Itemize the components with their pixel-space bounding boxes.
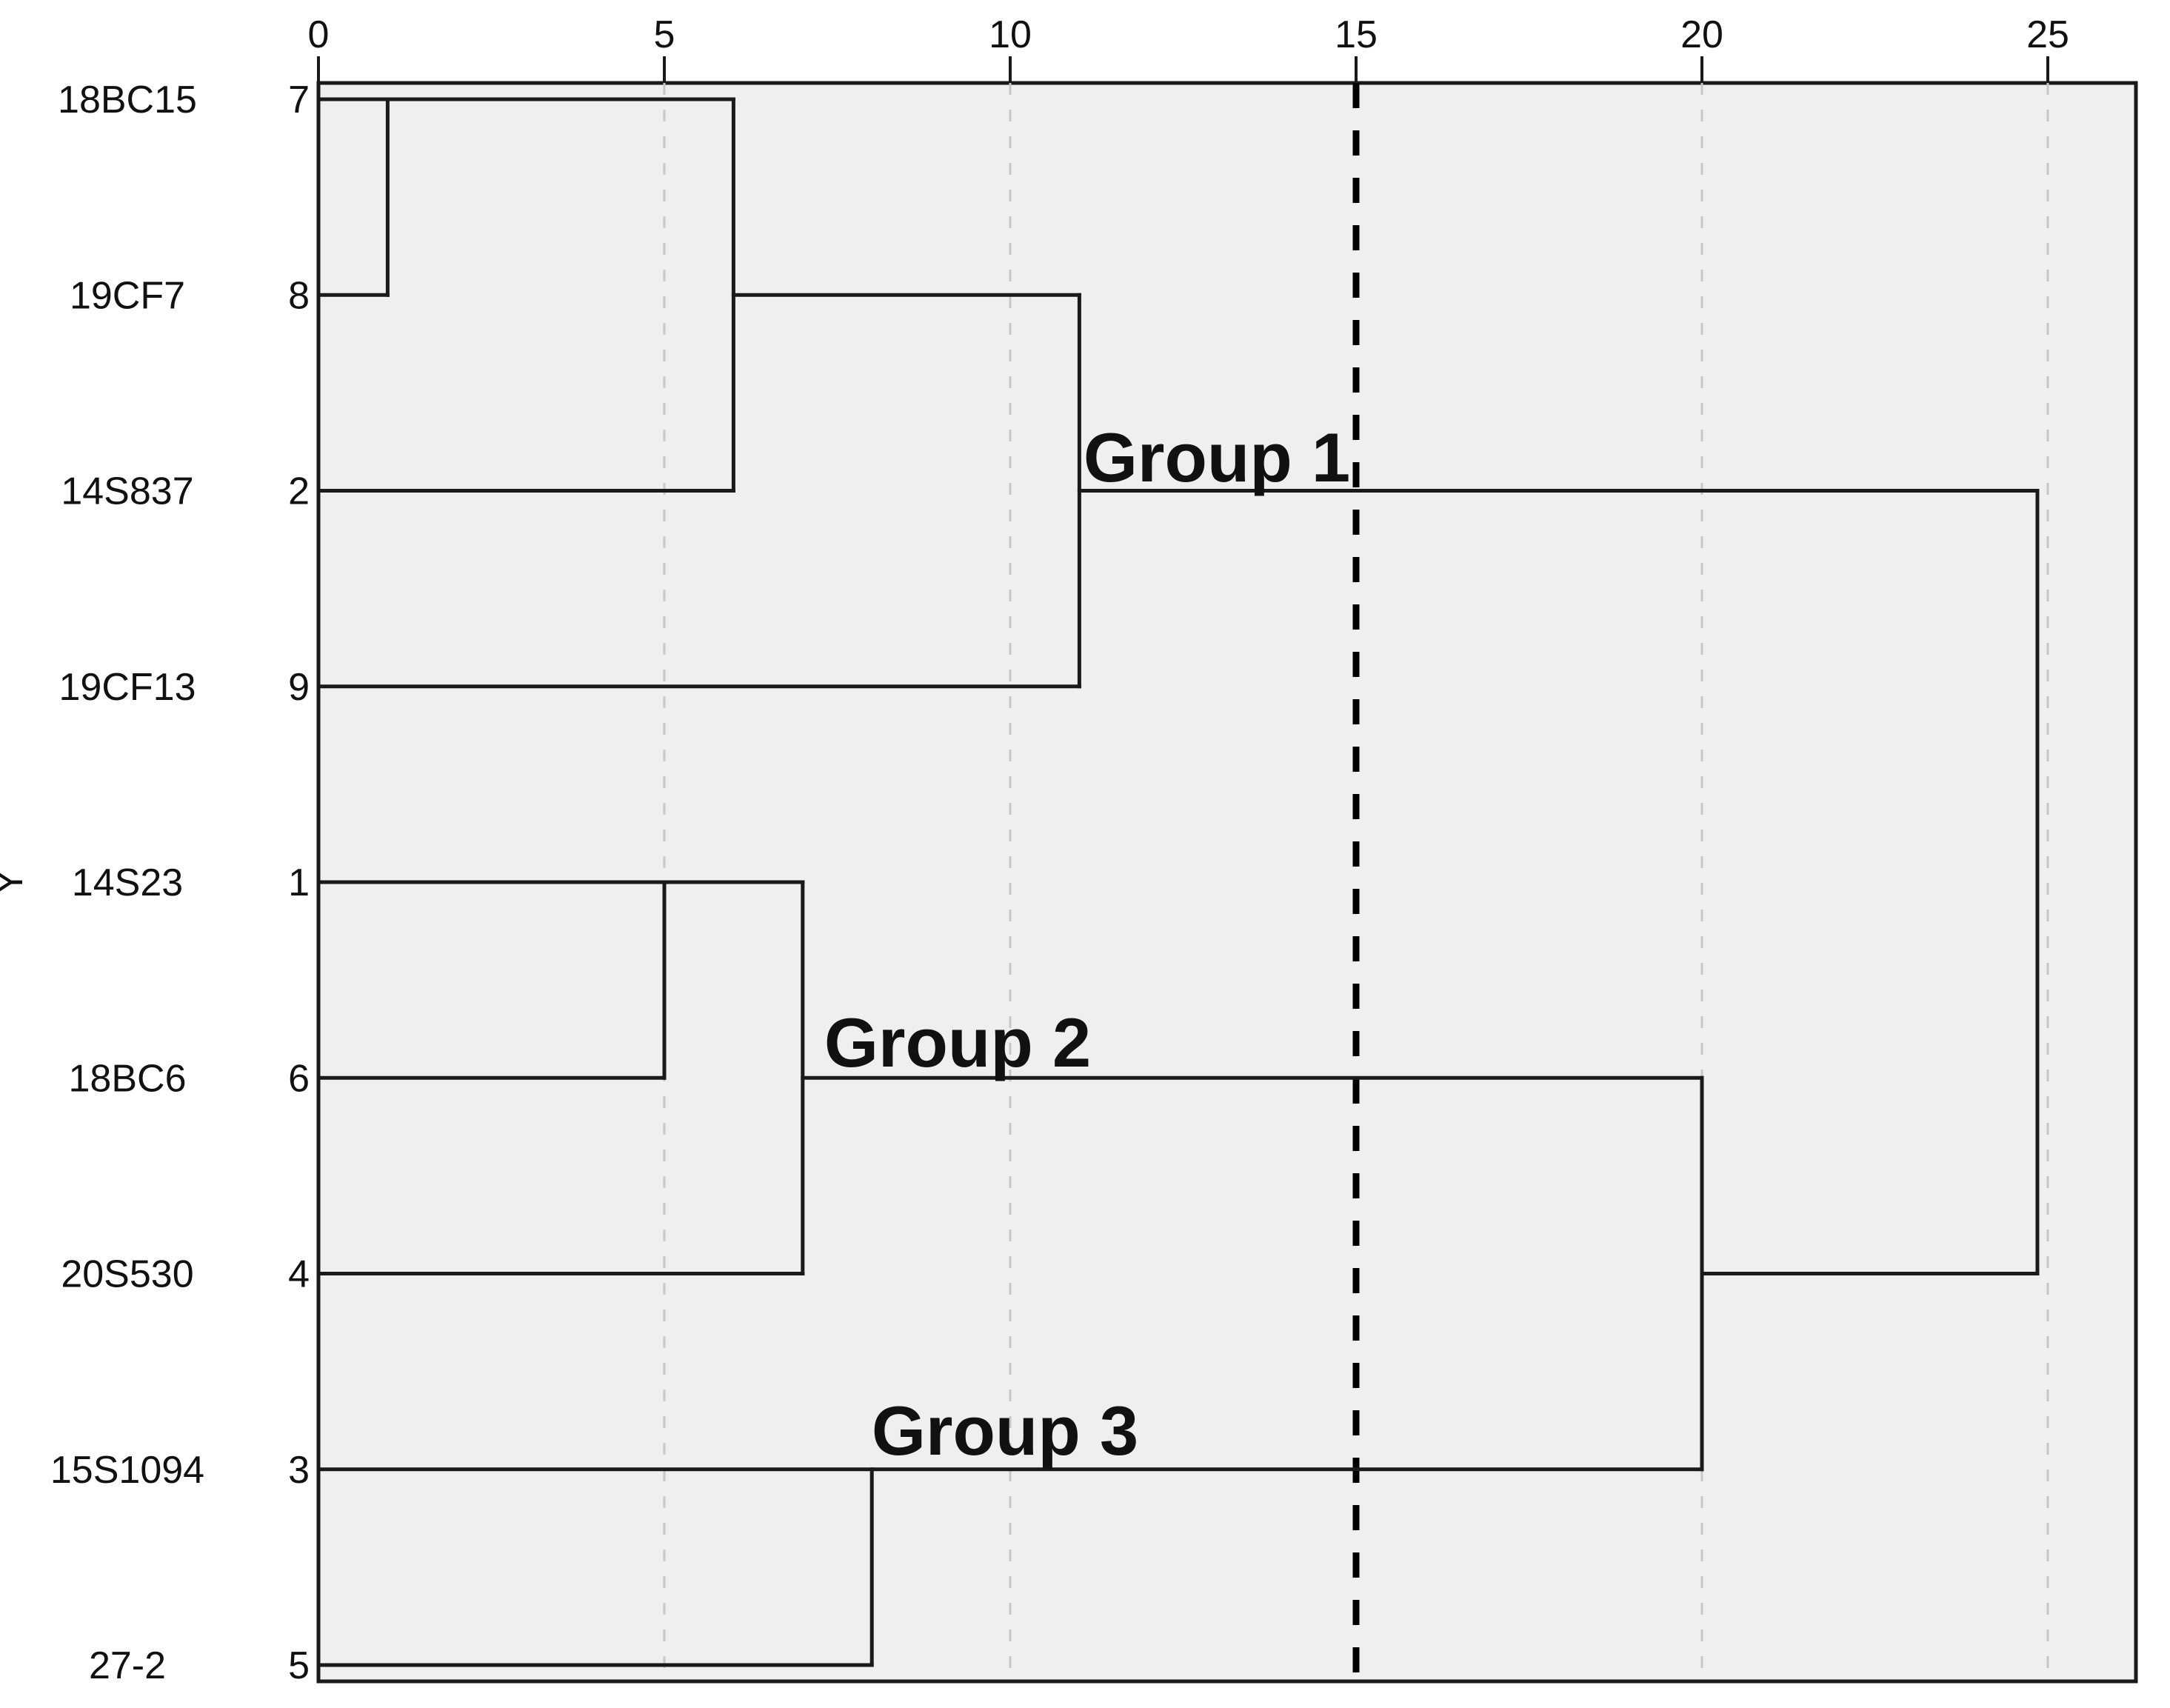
tick-label-5: 5 [654, 13, 675, 56]
case-number-6: 6 [288, 1057, 310, 1100]
group-annotation-group-2: Group 2 [824, 1004, 1091, 1081]
tick-label-20: 20 [1680, 13, 1723, 56]
group-annotation-group-3: Group 3 [872, 1392, 1138, 1470]
tick-label-10: 10 [989, 13, 1032, 56]
leaf-label-18BC6: 18BC6 [69, 1057, 187, 1100]
group-annotation-group-1: Group 1 [1084, 418, 1350, 496]
leaf-label-19CF13: 19CF13 [59, 666, 196, 709]
case-number-5: 5 [288, 1644, 310, 1687]
case-number-9: 9 [288, 666, 310, 709]
y-axis-title: Y [0, 870, 31, 895]
leaf-label-20S530: 20S530 [61, 1253, 193, 1296]
tick-label-0: 0 [308, 13, 330, 56]
leaf-label-18BC15: 18BC15 [58, 79, 197, 121]
leaf-label-19CF7: 19CF7 [70, 274, 185, 317]
tick-label-25: 25 [2026, 13, 2069, 56]
leaf-label-14S23: 14S23 [72, 861, 183, 904]
leaf-label-27-2: 27-2 [89, 1644, 166, 1687]
case-number-3: 3 [288, 1449, 310, 1492]
leaf-label-15S1094: 15S1094 [50, 1449, 204, 1492]
case-number-2: 2 [288, 470, 310, 513]
case-number-8: 8 [288, 274, 310, 317]
tick-label-15: 15 [1335, 13, 1378, 56]
case-number-7: 7 [288, 79, 310, 121]
leaf-label-14S837: 14S837 [61, 470, 193, 513]
case-number-4: 4 [288, 1253, 310, 1296]
case-number-1: 1 [288, 861, 310, 904]
